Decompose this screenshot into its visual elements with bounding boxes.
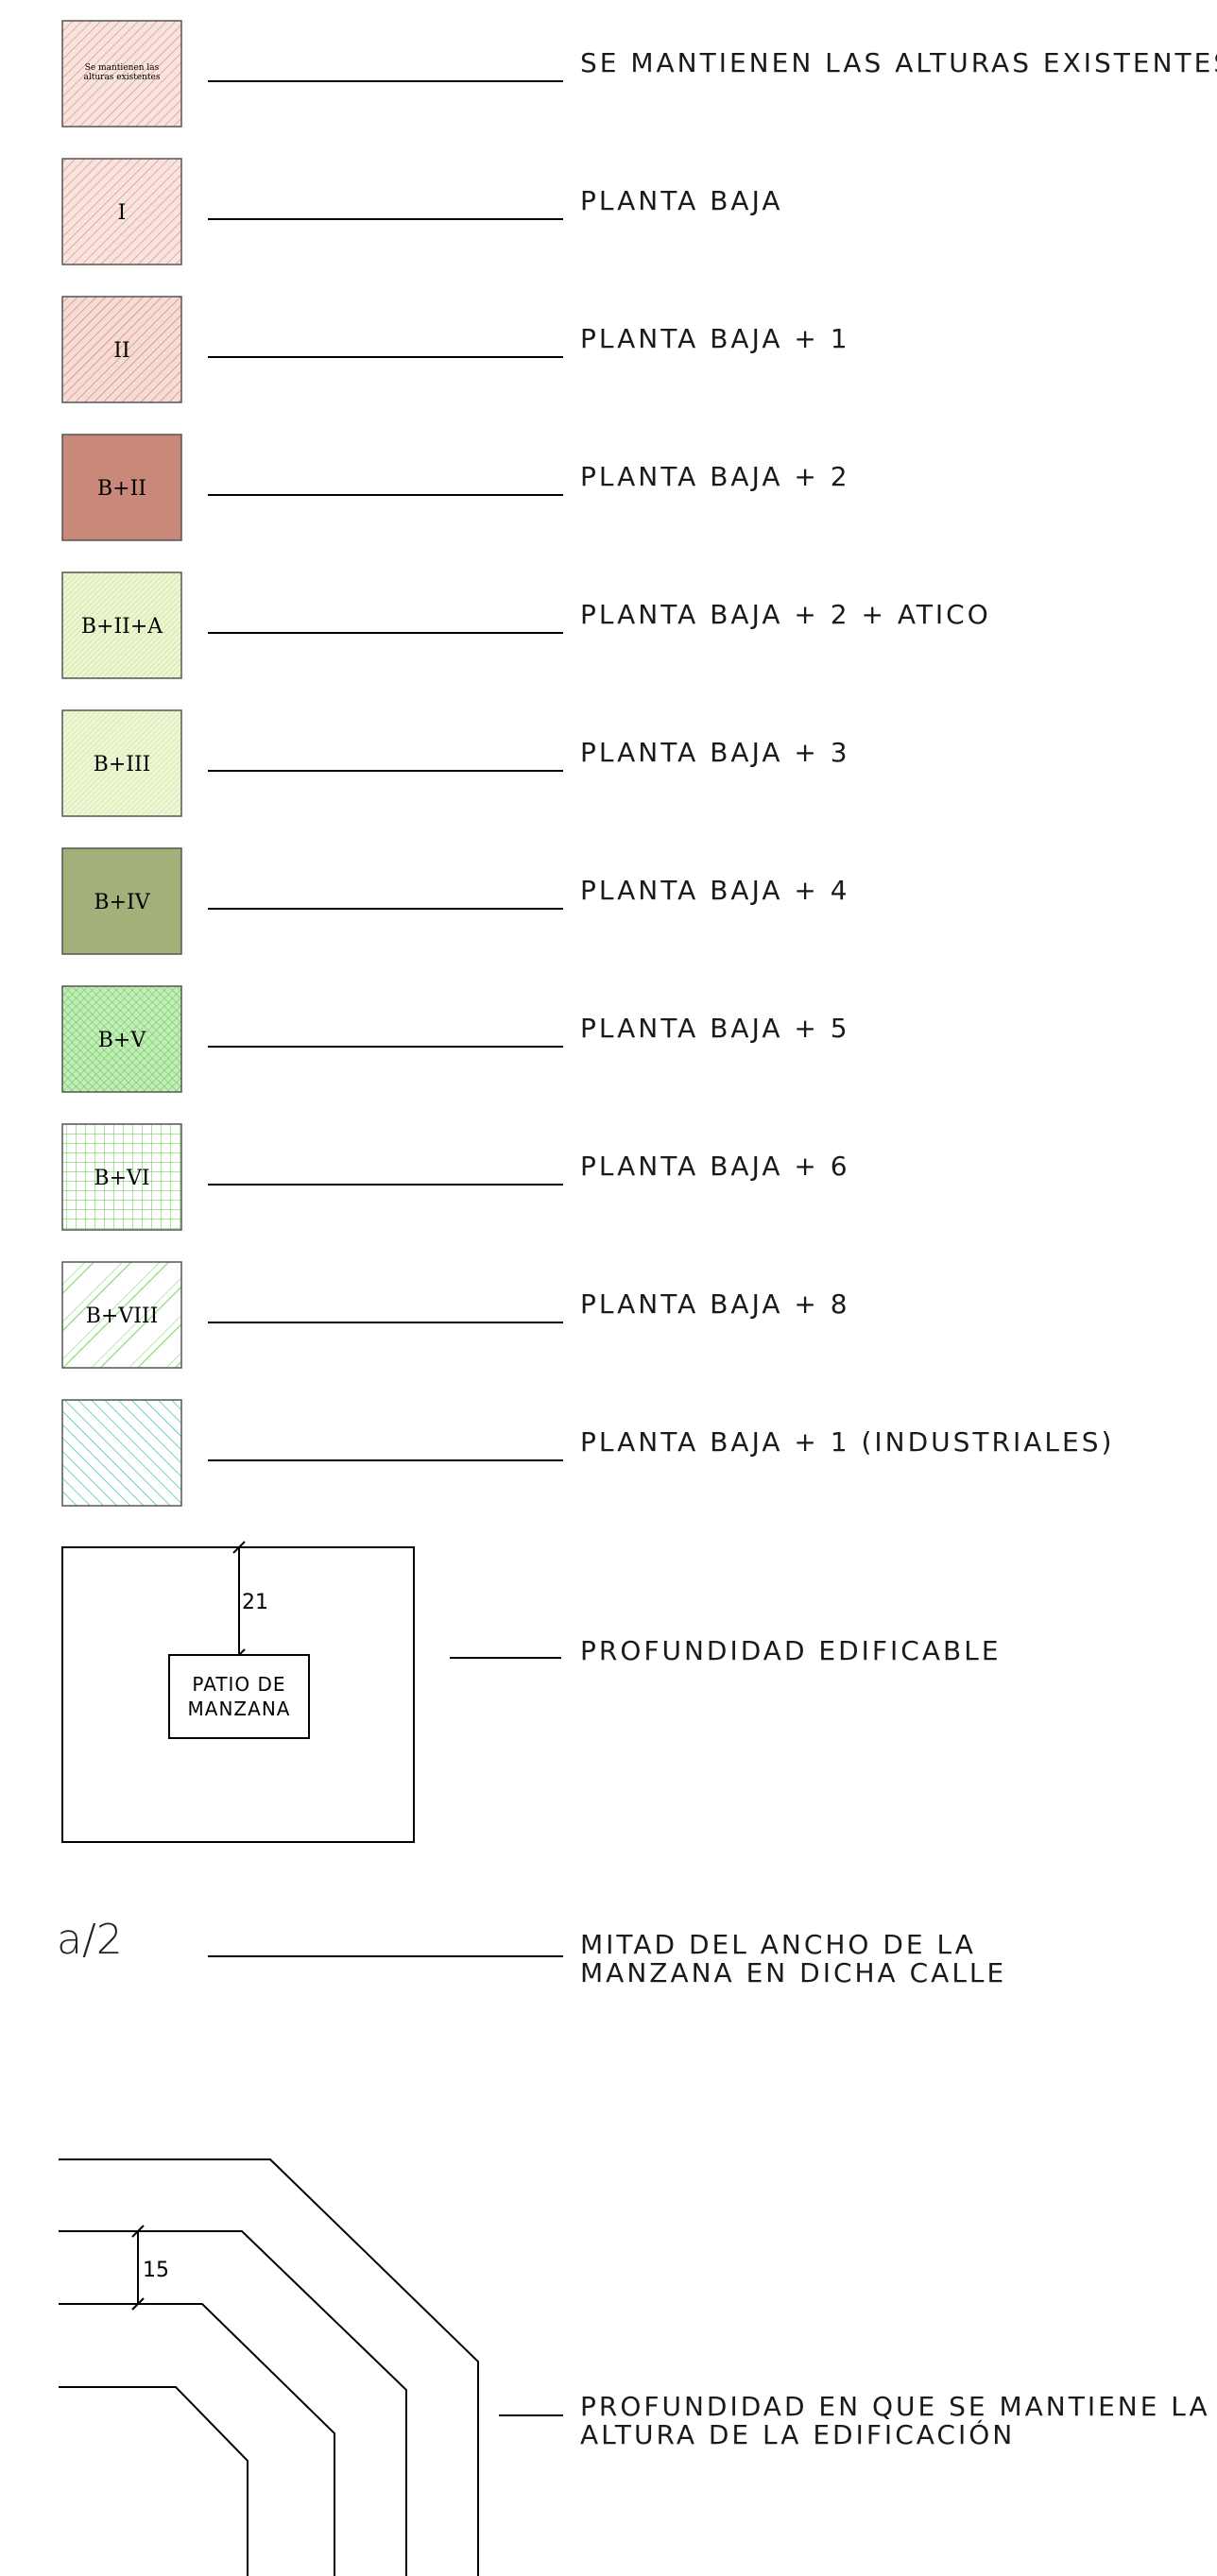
depth-label: PROFUNDIDAD EDIFICABLE	[580, 1635, 1002, 1666]
legend-row: B+II PLANTA BAJA + 2	[61, 434, 850, 541]
street-line-3	[59, 2303, 335, 2576]
half-width-row: a/2 MITAD DEL ANCHO DE LA MANZANA EN DIC…	[57, 1916, 1006, 1988]
half-width-label-line-1: MITAD DEL ANCHO DE LA	[580, 1929, 976, 1960]
dimension-value: 21	[242, 1591, 268, 1614]
legend-label: SE MANTIENEN LAS ALTURAS EXISTENTES	[580, 47, 1217, 78]
legend-swatch-hatch	[62, 1400, 181, 1506]
legend-label: PLANTA BAJA + 3	[580, 737, 850, 768]
patio-box	[168, 1654, 310, 1739]
legend-swatch-hatch	[62, 1124, 181, 1230]
legend-label: PLANTA BAJA + 2	[580, 461, 850, 492]
dimension-tick-top	[232, 1541, 246, 1554]
legend-swatch-text: B+III	[94, 753, 151, 776]
legend-swatch-hatch	[62, 572, 181, 678]
patio-box-line-2: MANZANA	[188, 1697, 291, 1720]
legend-swatch-text: II	[113, 339, 129, 363]
legend-label: PLANTA BAJA + 2 + ATICO	[580, 599, 991, 630]
legend-row: B+VI PLANTA BAJA + 6	[61, 1123, 850, 1231]
legend-swatch-text: B+IV	[94, 891, 150, 914]
legend-swatch-text: B+II	[97, 477, 146, 501]
legend-swatch-text: B+VIII	[86, 1305, 159, 1328]
legend-row: B+V PLANTA BAJA + 5	[61, 985, 850, 1093]
legend-label: PLANTA BAJA	[580, 185, 783, 216]
legend-label: PLANTA BAJA + 1 (INDUSTRIALES)	[580, 1426, 1114, 1458]
legend-swatch-hatch	[62, 1262, 181, 1368]
patio-box-line-1: PATIO DE	[192, 1673, 285, 1696]
legend-swatch-hatch	[62, 986, 181, 1092]
height-depth-diagram	[59, 2158, 563, 2576]
height-depth-label-line-1: PROFUNDIDAD EN QUE SE MANTIENE LA	[580, 2391, 1210, 2422]
legend-swatch-border	[61, 158, 182, 265]
height-dimension-value: 15	[143, 2259, 169, 2282]
legend-row: B+II+A PLANTA BAJA + 2 + ATICO	[61, 571, 991, 679]
legend-swatch-text: B+II+A	[81, 615, 163, 639]
legend-label: PLANTA BAJA + 6	[580, 1151, 850, 1182]
half-width-label-line-2: MANZANA EN DICHA CALLE	[580, 1957, 1006, 1988]
legend-row: B+VIII PLANTA BAJA + 8	[61, 1261, 850, 1369]
street-line-inner	[59, 2386, 249, 2576]
legend-swatch-text: I	[118, 201, 127, 225]
legend-row: I PLANTA BAJA	[61, 158, 783, 265]
legend-row: B+IV PLANTA BAJA + 4	[61, 847, 850, 955]
legend-label: PLANTA BAJA + 1	[580, 323, 850, 354]
legend-row: II PLANTA BAJA + 1	[61, 296, 850, 403]
legend-swatch-border	[61, 847, 182, 955]
height-depth-label-line-2: ALTURA DE LA EDIFICACIÓN	[580, 2418, 1015, 2450]
legend-label: PLANTA BAJA + 5	[580, 1013, 850, 1044]
legend-swatch-text: alturas existentes	[83, 73, 160, 82]
height-dimension-tick-bottom	[131, 2297, 145, 2311]
legend-swatch-border	[61, 985, 182, 1093]
depth-diagram: 21 PATIO DE MANZANA PROFUNDIDAD EDIFICAB…	[61, 1541, 1002, 1843]
legend-swatch-border	[61, 571, 182, 679]
legend-row: B+III PLANTA BAJA + 3	[61, 709, 850, 817]
legend-swatch-border	[61, 296, 182, 403]
legend-swatch	[62, 848, 181, 954]
legend-swatch-border	[61, 709, 182, 817]
legend-swatch-hatch	[62, 297, 181, 402]
legend-swatch-hatch	[62, 710, 181, 816]
legend-swatch-hatch	[62, 159, 181, 264]
street-line-2	[59, 2230, 407, 2576]
legend-swatch-border	[61, 1399, 182, 1507]
half-width-symbol: a/2	[57, 1916, 123, 1964]
legend-swatch-text: B+V	[98, 1029, 147, 1052]
legend-swatch-border	[61, 434, 182, 541]
legend-swatch-text: B+VI	[94, 1167, 149, 1190]
legend-swatch-border	[61, 1123, 182, 1231]
legend-row: PLANTA BAJA + 1 (INDUSTRIALES)	[61, 1399, 1114, 1507]
legend-swatch-border	[61, 1261, 182, 1369]
legend-label: PLANTA BAJA + 4	[580, 875, 850, 906]
legend-swatch-text: Se mantienen las	[85, 63, 160, 73]
legend-label: PLANTA BAJA + 8	[580, 1288, 850, 1320]
legend-swatch-hatch	[62, 21, 181, 127]
legend-swatch-border	[61, 20, 182, 128]
legend-swatch	[62, 435, 181, 540]
street-line-outer	[59, 2158, 479, 2576]
height-dimension-tick-top	[131, 2225, 145, 2238]
